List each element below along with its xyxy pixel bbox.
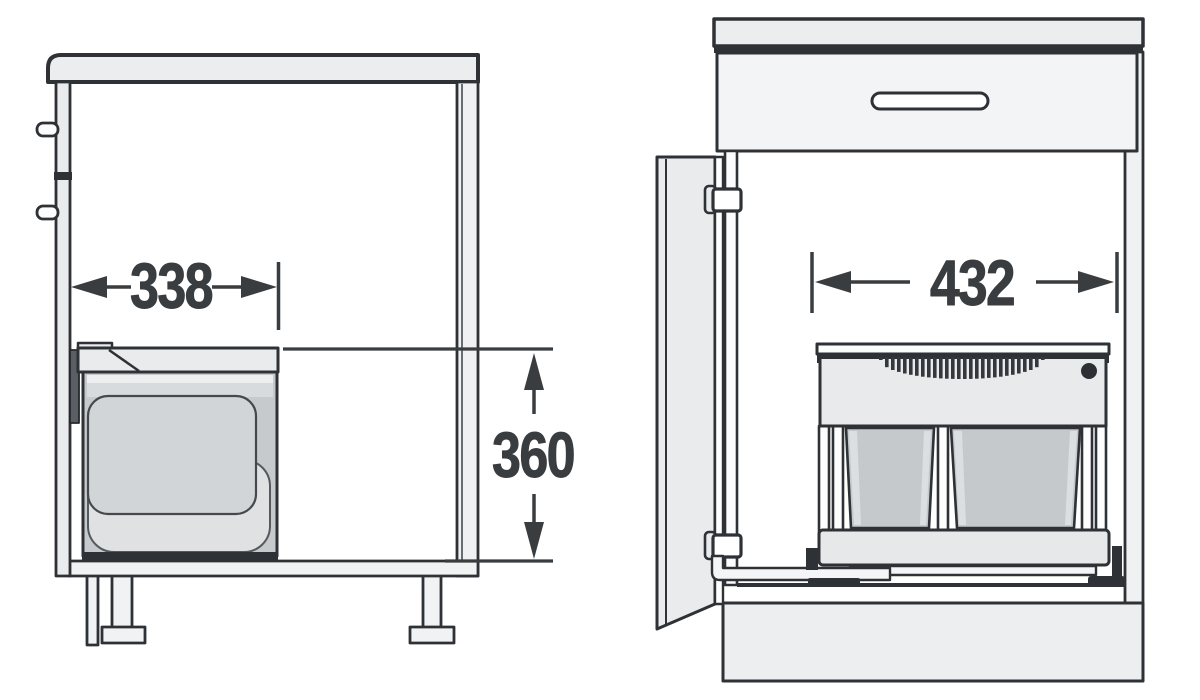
vent-slot xyxy=(1041,357,1045,360)
frame-post xyxy=(831,424,845,534)
bin-lid xyxy=(76,346,280,374)
dimension-360: 360 xyxy=(283,347,577,563)
vent-slot xyxy=(879,357,883,360)
dim338-label: 338 xyxy=(130,250,212,322)
dim432-left-arrowhead xyxy=(815,271,851,293)
vent-slot xyxy=(1035,357,1039,368)
side-legs xyxy=(85,572,456,647)
bin-left-highlight-left xyxy=(849,431,861,525)
waste-bin-unit xyxy=(710,342,1125,587)
hinge-bottom xyxy=(703,530,743,561)
vent-slot xyxy=(1023,357,1027,372)
dim338-left-arrowhead xyxy=(71,276,107,298)
dim432-label: 432 xyxy=(930,247,1014,319)
front-left-wall-strip xyxy=(723,149,739,587)
side-view: 338 360 xyxy=(35,53,577,647)
hinge-top-knuckle xyxy=(711,187,743,213)
vent-slot xyxy=(993,357,997,378)
side-leg-front xyxy=(110,572,134,630)
bin-tray xyxy=(817,528,1111,567)
door-edge-strip xyxy=(713,155,725,606)
side-door-panel xyxy=(54,80,72,578)
vent-slot xyxy=(903,357,907,374)
bin-left-highlight-right xyxy=(920,431,931,525)
open-door xyxy=(655,155,725,631)
vent-slot xyxy=(987,357,991,378)
vent-slot xyxy=(999,357,1003,377)
bin-lid-chamfer xyxy=(108,348,140,373)
vent-slot xyxy=(885,357,889,368)
lid-release-knob xyxy=(1081,363,1097,379)
vent-slot xyxy=(1005,357,1009,376)
dim360-label: 360 xyxy=(492,419,574,491)
dim360-down-arrowhead xyxy=(524,522,544,559)
side-foot-front xyxy=(100,625,147,645)
hinge-bottom-knuckle xyxy=(711,533,743,559)
side-cabinet-floor xyxy=(67,559,480,578)
dim432-right-arrowhead xyxy=(1078,271,1114,293)
bin-inner-panel xyxy=(86,394,258,516)
vent-slot xyxy=(939,357,943,379)
bin-rim-band xyxy=(87,383,273,397)
rail-dark-post xyxy=(806,548,818,570)
vent-slot xyxy=(927,357,931,378)
vent-slot xyxy=(909,357,913,375)
side-door-knob-top xyxy=(35,121,60,138)
vent-slot xyxy=(957,357,961,379)
vent-slot xyxy=(915,357,919,376)
side-leg-front-strip xyxy=(85,572,100,647)
vent-slot xyxy=(1029,357,1033,370)
ventilation-slots xyxy=(879,357,1045,379)
bin-rim-highlight xyxy=(87,375,273,383)
side-door-gap xyxy=(54,172,72,180)
bin-right-highlight-left xyxy=(954,431,966,525)
vent-slot xyxy=(969,357,973,379)
vent-slot xyxy=(951,357,955,379)
front-view: 432 xyxy=(655,17,1145,683)
bins xyxy=(844,426,1082,530)
vent-slot xyxy=(963,357,967,379)
side-foot-rear xyxy=(408,625,456,645)
vent-slot xyxy=(933,357,937,378)
side-mounting-plate xyxy=(69,349,80,424)
side-countertop xyxy=(46,53,480,84)
vent-slot xyxy=(981,357,985,379)
dim338-right-arrowhead xyxy=(241,276,277,298)
bin-right-highlight-right xyxy=(1065,431,1077,525)
rail-bracket-vertical xyxy=(1112,546,1122,580)
front-plinth xyxy=(721,601,1145,683)
vent-slot xyxy=(945,357,949,379)
dimension-338: 338 xyxy=(71,250,281,330)
door-pullout-rail xyxy=(710,554,892,582)
bin-left xyxy=(844,426,936,530)
frame-post xyxy=(1080,424,1094,534)
vent-slot xyxy=(1017,357,1021,374)
drawer-handle xyxy=(870,91,990,111)
side-rear-panel xyxy=(455,80,480,578)
dim360-up-arrowhead xyxy=(524,353,544,390)
side-waste-bin xyxy=(76,341,280,562)
vent-slot xyxy=(891,357,895,370)
frame-post xyxy=(936,424,950,534)
frame-post xyxy=(1094,424,1108,534)
bin-base-rail xyxy=(82,552,278,562)
vent-slot xyxy=(1011,357,1015,375)
front-countertop xyxy=(712,17,1145,48)
rail-dark-slide xyxy=(808,578,860,587)
frame-post xyxy=(817,424,831,534)
side-door-knob-bottom xyxy=(35,204,60,221)
front-countertop-edge-band xyxy=(714,46,1143,53)
vent-slot xyxy=(921,357,925,377)
side-leg-rear xyxy=(421,572,443,630)
vent-slot xyxy=(897,357,901,372)
bin-right xyxy=(949,426,1082,530)
rail-bracket-foot xyxy=(1088,576,1125,587)
dimension-432: 432 xyxy=(810,247,1119,320)
hinge-top xyxy=(703,184,743,215)
vent-slot xyxy=(975,357,979,379)
